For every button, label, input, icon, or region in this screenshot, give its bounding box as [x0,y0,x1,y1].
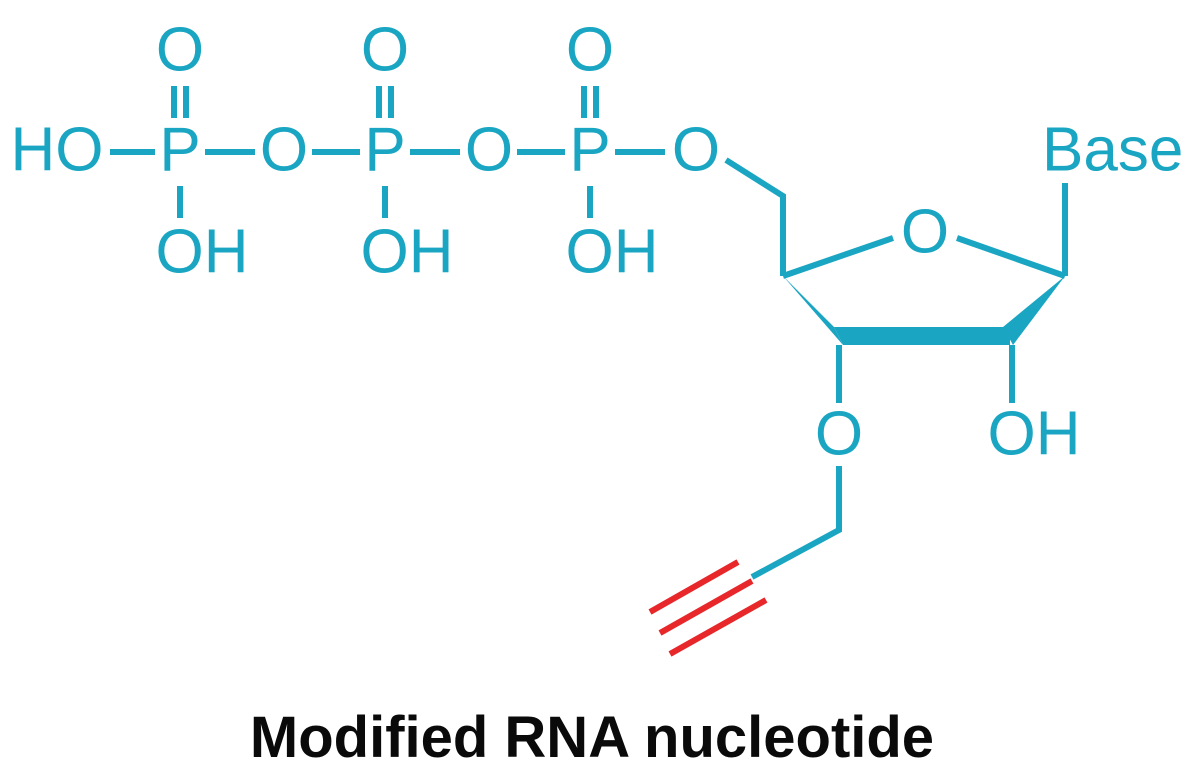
bond-c4-ring-o [782,235,894,279]
alkyne-line-top [648,559,740,615]
atom-labels: HO P O P O P O O O O OH OH OH O Base O O… [11,16,1184,469]
atom-o-bridge3: O [672,116,720,185]
atom-ring-o: O [901,198,949,267]
wedge-c1-c2 [1003,276,1065,345]
bond-5prime-ch2 [724,157,786,276]
alkyne-triple-bond [648,559,768,657]
atom-oh-2prime: OH [988,400,1081,469]
atom-o-double2: O [361,16,409,85]
atom-p2: P [364,116,405,185]
bond-ring-o-c1 [956,235,1066,279]
atom-base: Base [1042,116,1183,185]
wedge-c4-c3 [783,276,843,345]
atom-oh1: OH [156,218,249,287]
ribose-bonds [724,157,1068,580]
triphosphate-bonds [110,86,665,218]
atom-p1: P [159,116,200,185]
atom-o-double1: O [156,16,204,85]
diagram-caption: Modified RNA nucleotide [250,705,934,770]
atom-o-double3: O [566,16,614,85]
atom-oh3: OH [566,218,659,287]
atom-ether-o: O [815,400,863,469]
atom-o-bridge1: O [260,116,308,185]
bold-bond-c3-c2 [834,327,1010,345]
alkyne-line-bottom [668,597,768,657]
alkyne-line-middle [658,578,754,636]
bond-ether-ch2 [750,466,842,580]
atom-p3: P [569,116,610,185]
atom-oh2: OH [361,218,454,287]
atom-o-bridge2: O [465,116,513,185]
atom-ho-terminal: HO [11,116,104,185]
